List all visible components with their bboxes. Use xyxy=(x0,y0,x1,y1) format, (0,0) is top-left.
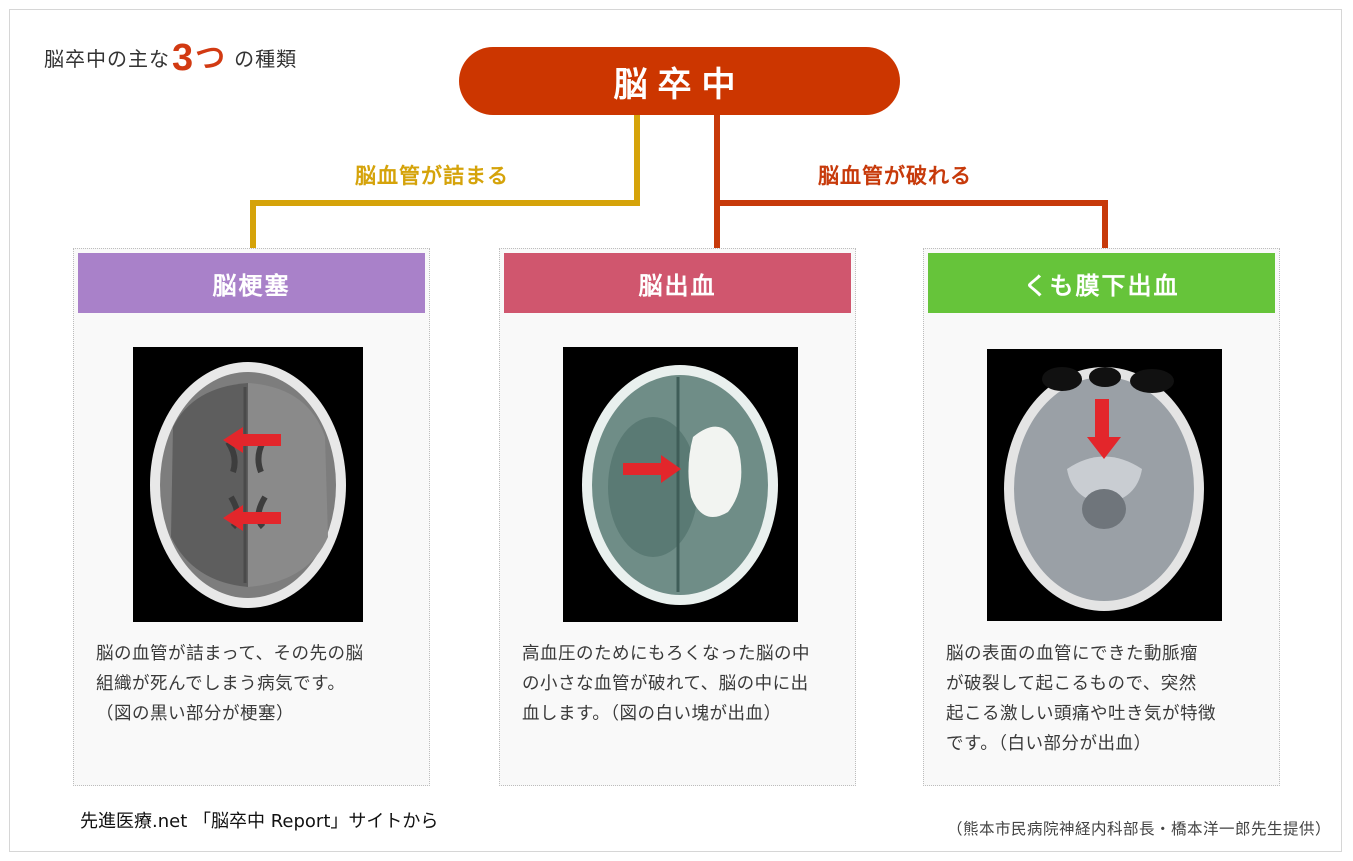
branch-label-ruptured: 脳血管が破れる xyxy=(818,164,972,188)
ct-scan-image xyxy=(987,349,1222,621)
card-title: 脳梗塞 xyxy=(78,253,425,313)
connector-ruptured-across xyxy=(714,200,1108,206)
connector-blocked-across xyxy=(250,200,640,206)
ct-scan-image xyxy=(563,347,798,622)
connector-ruptured-to-card xyxy=(1102,200,1108,248)
card-subarachnoid-hemorrhage: くも膜下出血 脳の表面の血管にできた動脈瘤 が破裂して起こるもので、突然 起こる… xyxy=(923,248,1280,786)
diagram-heading: 脳卒中の主な3つの種類 xyxy=(44,37,298,79)
root-node-stroke: 脳卒中 xyxy=(459,47,900,115)
card-title: 脳出血 xyxy=(504,253,851,313)
branch-label-blocked: 脳血管が詰まる xyxy=(355,164,509,188)
source-caption: 先進医療.net 「脳卒中 Report」サイトから xyxy=(80,811,439,832)
card-description: 脳の表面の血管にできた動脈瘤 が破裂して起こるもので、突然 起こる激しい頭痛や吐… xyxy=(946,644,1216,754)
card-cerebral-infarction: 脳梗塞 脳の血管が詰まって、その先の脳 組織が死んでしまう病気です。 （図の黒い… xyxy=(73,248,430,786)
connector-ruptured-down xyxy=(714,115,720,248)
connector-blocked-down xyxy=(634,115,640,205)
image-credit: （熊本市民病院神経内科部長・橋本洋一郎先生提供） xyxy=(946,820,1331,838)
arrow-icon xyxy=(623,455,681,483)
arrow-icon xyxy=(223,427,281,531)
card-title: くも膜下出血 xyxy=(928,253,1275,313)
ct-scan-image xyxy=(133,347,363,622)
arrow-icon xyxy=(1087,399,1121,459)
connector-blocked-to-card xyxy=(250,200,256,248)
card-intracerebral-hemorrhage: 脳出血 高血圧のためにもろくなった脳の中 の小さな血管が破れて、脳の中に出 血し… xyxy=(499,248,856,786)
card-description: 脳の血管が詰まって、その先の脳 組織が死んでしまう病気です。 （図の黒い部分が梗… xyxy=(96,644,364,724)
card-description: 高血圧のためにもろくなった脳の中 の小さな血管が破れて、脳の中に出 血します。（… xyxy=(522,644,810,724)
